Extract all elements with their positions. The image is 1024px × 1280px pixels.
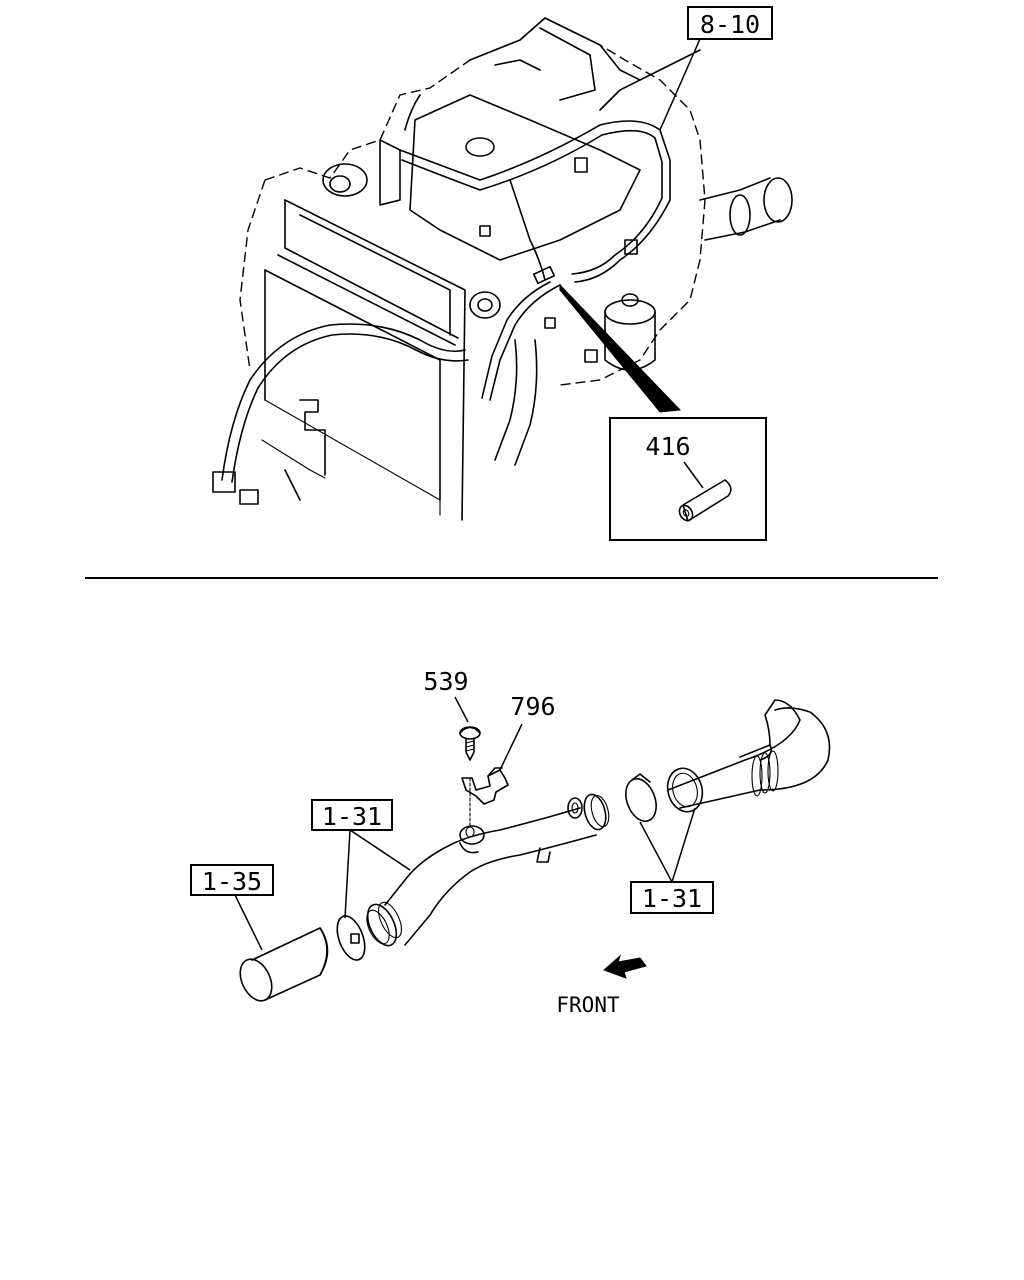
engine-illustration bbox=[212, 17, 793, 521]
part-539-label: 539 bbox=[423, 667, 468, 696]
leader-796 bbox=[499, 723, 523, 771]
callout-1-31-upper-label: 1-31 bbox=[322, 802, 382, 831]
hose-assembly bbox=[239, 699, 831, 1002]
front-direction-indicator: FRONT bbox=[556, 954, 647, 1017]
callout-8-10-label: 8-10 bbox=[700, 10, 760, 39]
leader-539 bbox=[454, 696, 469, 723]
part-416-sleeve bbox=[678, 479, 732, 522]
part-796-label: 796 bbox=[510, 692, 555, 721]
part-416-inset: 416 bbox=[609, 417, 767, 541]
part-416-label: 416 bbox=[645, 432, 690, 461]
front-label: FRONT bbox=[556, 993, 620, 1017]
callout-1-35: 1-35 bbox=[190, 864, 274, 951]
callout-1-31-lower: 1-31 bbox=[630, 807, 714, 914]
callout-1-31-upper: 1-31 bbox=[311, 799, 411, 919]
callout-1-35-label: 1-35 bbox=[202, 867, 262, 896]
callout-1-31-lower-label: 1-31 bbox=[642, 884, 702, 913]
clip-796 bbox=[461, 767, 509, 826]
screw-539 bbox=[459, 726, 481, 761]
front-arrow-icon bbox=[603, 954, 647, 979]
callout-8-10: 8-10 bbox=[659, 6, 773, 131]
